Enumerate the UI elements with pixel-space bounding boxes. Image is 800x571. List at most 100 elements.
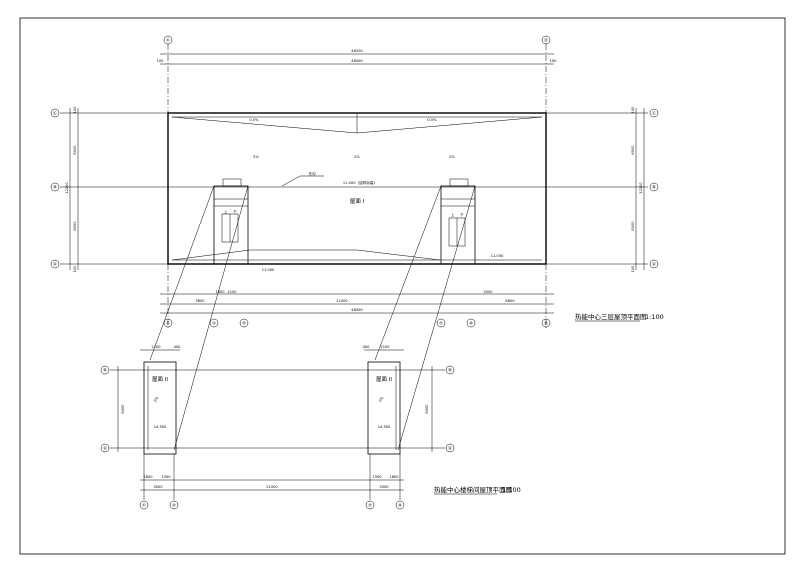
dim-text: 46000 <box>351 59 363 63</box>
axis-bubble <box>649 259 659 269</box>
axis-bubble <box>649 108 659 118</box>
elevation-label: 14.300 <box>154 425 167 429</box>
axis-label: Ⓑ <box>448 367 453 374</box>
dim-text: 100 <box>550 59 558 63</box>
axis-label: Ⓒ <box>53 110 58 117</box>
dim-text: 1800 <box>389 475 399 479</box>
drawing-scale: 1:100 <box>502 486 521 494</box>
axis-label: Ⓒ <box>652 110 657 117</box>
dim-text: 3000 <box>483 290 493 294</box>
axis-bubble <box>445 365 455 375</box>
axis-bubble <box>50 259 60 269</box>
slope-label: 2% <box>449 155 455 159</box>
axis-bubble <box>239 318 249 328</box>
dim-text: 6000 <box>73 221 77 231</box>
axis-label: ⑦ <box>368 503 372 508</box>
axis-bubble <box>365 500 375 510</box>
dim-text: 1800 <box>215 290 225 294</box>
stair-roof-left <box>143 361 177 455</box>
slope-label: 2% <box>354 155 360 159</box>
axis-bubble <box>50 182 60 192</box>
projection-line <box>397 185 476 451</box>
axis-bubble <box>163 35 173 45</box>
slope-label: 2% <box>378 396 385 403</box>
stair-up: 上 <box>224 209 228 214</box>
axis-label: Ⓑ <box>53 184 58 191</box>
dim-text: 3600 <box>195 299 205 303</box>
axis-label: ⑨ <box>469 321 473 326</box>
axis-label: ② <box>172 503 176 508</box>
axis-label: ③ <box>242 321 246 326</box>
stair-up: 上 <box>451 212 455 217</box>
axis-label: ⑪ <box>544 320 549 327</box>
roof-label: 屋面 II <box>376 376 392 383</box>
axis-bubble <box>436 318 446 328</box>
projection-line <box>149 185 215 361</box>
dim-text: 6000 <box>73 145 77 155</box>
stair-hatch <box>449 178 469 187</box>
axis-label: ⑨ <box>398 503 402 508</box>
dim-text: 100 <box>631 106 635 114</box>
axis-bubble <box>209 318 219 328</box>
dim-text: 6000 <box>631 145 635 155</box>
sheet-border <box>19 17 786 555</box>
drawing-title: 热能中心三层屋顶平面图 <box>575 312 647 321</box>
dim-text: 6600 <box>505 299 515 303</box>
gutter-label: 天沟 <box>308 171 316 176</box>
roof-plan-bottom: Ⓑ Ⓐ Ⓑ Ⓐ 6000 6000 屋面 II 屋面 II 2% 2% 14.3… <box>100 345 521 510</box>
dim-text: 2100 <box>151 345 161 349</box>
axis-bubble <box>169 500 179 510</box>
slope-label: 2% <box>253 155 259 159</box>
dim-text: 6000 <box>631 221 635 231</box>
axis-label: ⑦ <box>439 321 443 326</box>
elevation-label: 11.000（结构标高） <box>343 180 377 185</box>
axis-label: Ⓐ <box>53 261 58 268</box>
stair-hatch <box>222 178 242 187</box>
elevation-label: 14.300 <box>378 425 391 429</box>
dim-text: 400 <box>363 345 371 349</box>
axis-bubble <box>100 443 110 453</box>
axis-label: ⑪ <box>544 37 549 44</box>
axis-bubble <box>50 108 60 118</box>
dim-text: 3000 <box>153 485 163 489</box>
axis-bubble <box>445 443 455 453</box>
dim-text: 2100 <box>227 290 237 294</box>
dim-text: 21000 <box>266 485 278 489</box>
dim-text: 6000 <box>121 404 125 414</box>
axis-label: Ⓑ <box>103 367 108 374</box>
dim-text: 3000 <box>379 485 389 489</box>
axis-bubble <box>163 318 173 328</box>
axis-label: ① <box>142 503 146 508</box>
axis-bubble <box>541 35 551 45</box>
stair-down: 下 <box>233 210 237 214</box>
slope-label: 0.5% <box>427 118 437 122</box>
axis-label: ① <box>166 321 170 326</box>
drawing-title: 热能中心楼梯间屋顶平面图 <box>434 485 512 494</box>
axis-label: Ⓐ <box>448 445 453 452</box>
projection-lines <box>149 185 476 451</box>
elevation-small: 11.000 <box>262 268 275 272</box>
dim-text: 46000 <box>351 308 363 312</box>
axis-label: ② <box>212 321 216 326</box>
dim-text: 1500 <box>161 475 171 479</box>
roof-plan-top: ① ⑪ 46200 46000 100 100 Ⓒ Ⓑ Ⓐ Ⓒ Ⓑ Ⓐ 6000… <box>50 35 664 330</box>
axis-label: Ⓑ <box>652 184 657 191</box>
axis-bubble <box>395 500 405 510</box>
bottom-axes-top-drawing: ① ② ③ ⑦ ⑨ ⑪ <box>163 318 551 328</box>
elevation-small: 11.000 <box>491 254 504 258</box>
axis-bubble <box>649 182 659 192</box>
dim-text: 21000 <box>336 299 348 303</box>
axis-bubble <box>466 318 476 328</box>
dim-text: 12100 <box>65 182 69 194</box>
valley-line <box>171 249 441 261</box>
dim-text: 2100 <box>380 345 390 349</box>
dim-text: 100 <box>157 59 165 63</box>
dim-text: 100 <box>73 265 77 273</box>
axis-label: ① <box>166 38 170 43</box>
dim-text: 12100 <box>639 182 643 194</box>
stair-roof-right <box>367 361 401 455</box>
dim-text: 1500 <box>372 475 382 479</box>
dim-text: 46200 <box>351 49 363 53</box>
